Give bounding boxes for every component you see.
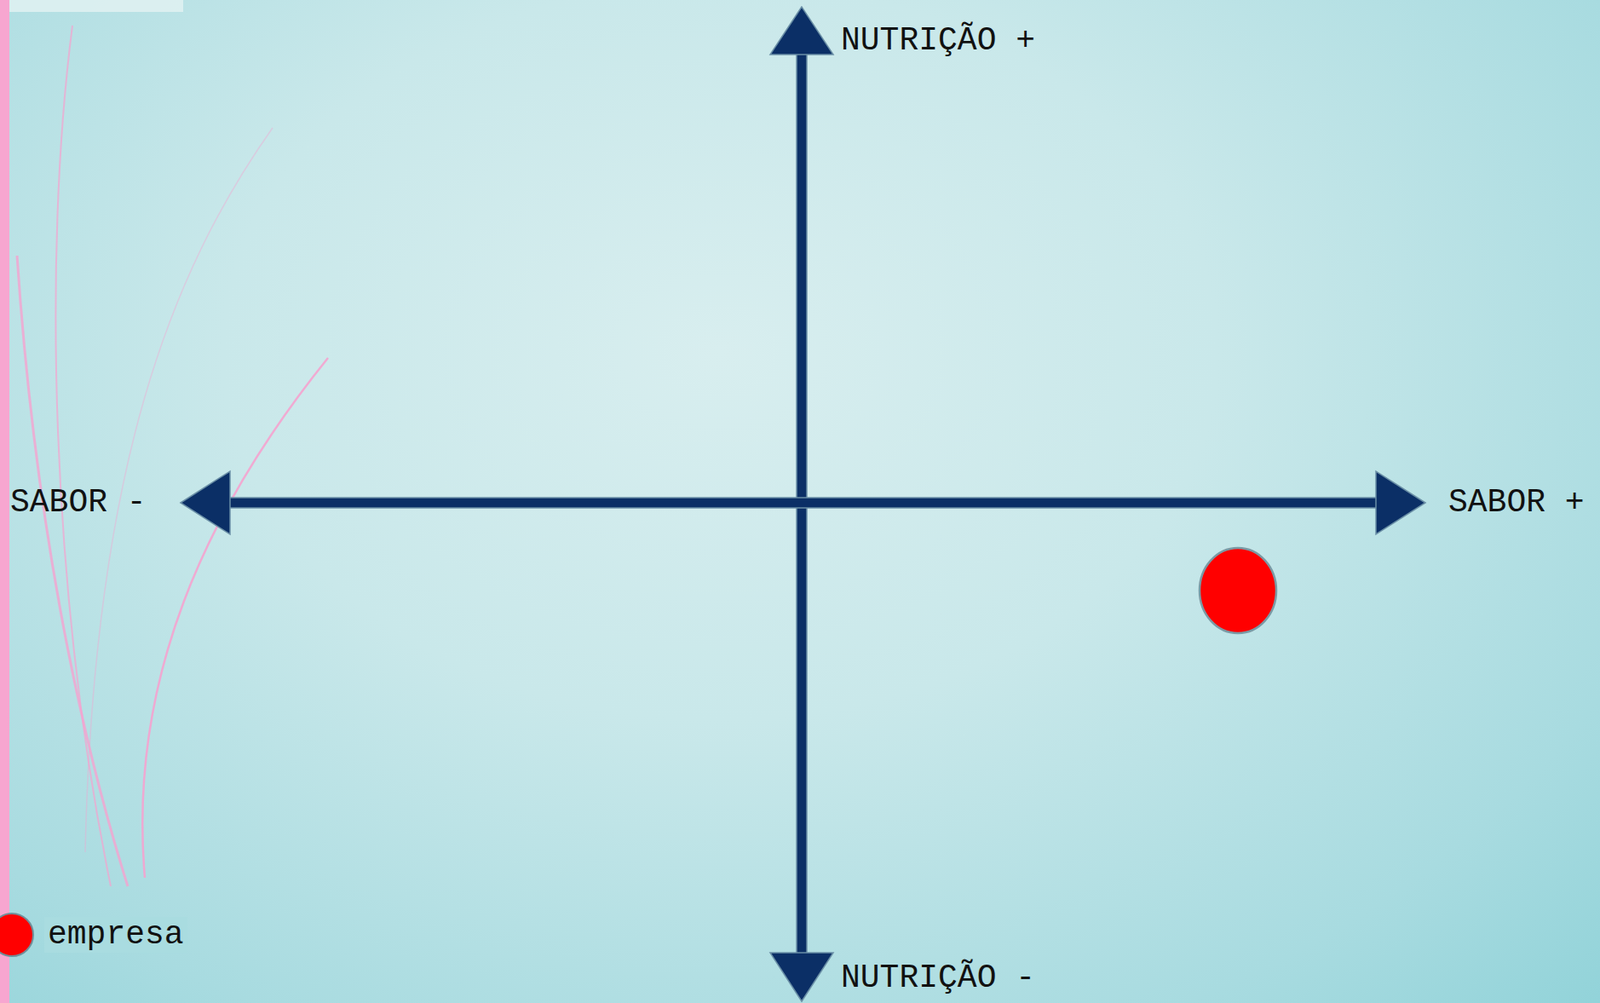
arrowhead [770, 6, 834, 55]
horizontal-axis [223, 497, 1381, 508]
company-dot [1199, 547, 1277, 634]
side-bar [0, 0, 10, 1003]
axis-label: SABOR + [1448, 484, 1585, 521]
arrowhead [1375, 471, 1426, 535]
arrowhead [770, 952, 834, 1002]
axis-label: NUTRIÇÃO - [840, 960, 1036, 996]
axis-label: NUTRIÇÃO + [840, 23, 1036, 59]
corner-panel [0, 0, 184, 12]
decor-curves [17, 25, 329, 887]
legend-text: empresa [44, 916, 188, 953]
axis-label: SABOR - [10, 484, 147, 521]
arrowhead [180, 471, 231, 535]
legend-swatch [0, 912, 35, 957]
axes [180, 6, 1426, 1002]
